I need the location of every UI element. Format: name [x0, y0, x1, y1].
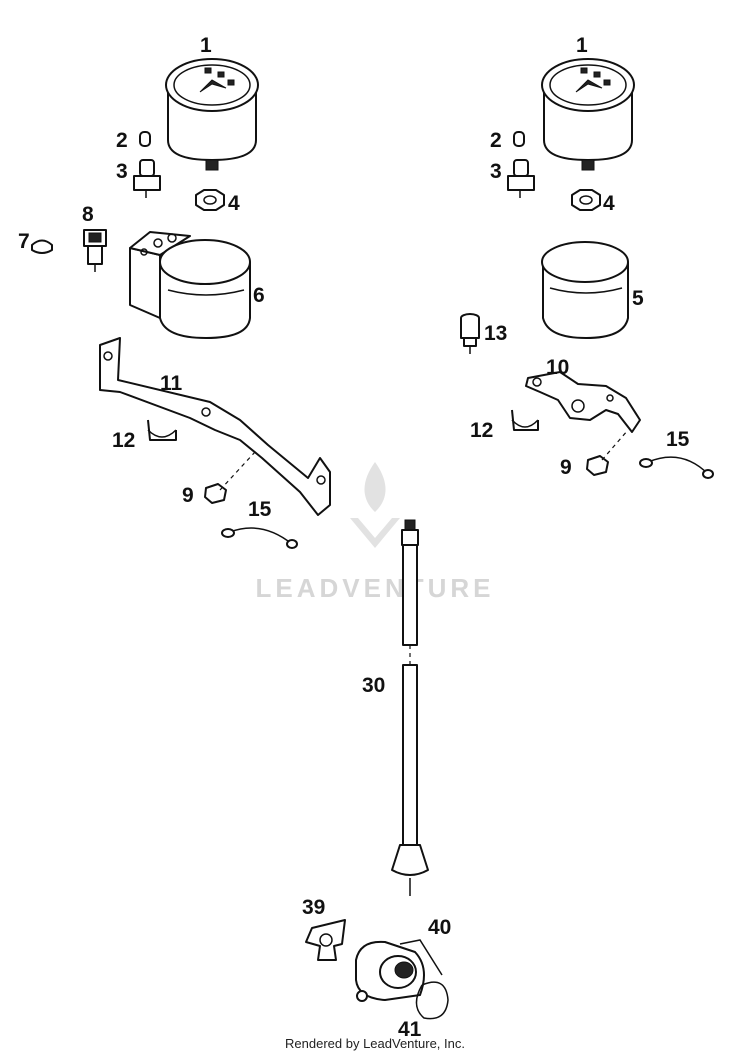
callout-40: 40 — [428, 916, 451, 939]
footer-credit: Rendered by LeadVenture, Inc. — [285, 1036, 465, 1051]
callout-30: 30 — [362, 674, 385, 697]
callout-11: 11 — [160, 372, 183, 395]
callout-9-right: 9 — [560, 456, 572, 479]
speedometer-cable-icon — [391, 519, 429, 896]
callout-41: 41 — [398, 1018, 422, 1041]
callout-3-left: 3 — [116, 160, 128, 183]
bolt-left — [204, 451, 256, 504]
callout-12-left: 12 — [112, 429, 135, 452]
speedometer-cable — [391, 519, 429, 896]
gauge-housing-right — [541, 241, 629, 339]
watermark: LEADVENTURE — [255, 462, 494, 603]
mounting-bracket-right — [525, 371, 641, 433]
callout-39: 39 — [302, 896, 325, 919]
callout-2-left: 2 — [116, 129, 128, 152]
speedometer-gauge-left — [165, 58, 259, 171]
nut-right — [571, 189, 601, 211]
callout-13: 13 — [484, 322, 507, 345]
callout-4-right: 4 — [603, 192, 615, 215]
speedometer-gauge-right — [541, 58, 635, 171]
speedometer-drive-icon — [355, 940, 425, 1002]
bulb-socket-right — [507, 159, 535, 198]
indicator-light — [83, 229, 107, 272]
callout-7: 7 — [18, 230, 30, 253]
indicator-lamp — [460, 313, 480, 354]
callout-5: 5 — [632, 287, 644, 310]
drive-circlip — [415, 981, 449, 1020]
bulb-socket-left — [133, 159, 161, 198]
callout-9-left: 9 — [182, 484, 194, 507]
cable-clamp-left — [147, 419, 177, 441]
callout-4-left: 4 — [228, 192, 240, 215]
gauge-housing-left — [129, 231, 251, 339]
callout-3-right: 3 — [490, 160, 502, 183]
callout-15-right: 15 — [666, 428, 690, 451]
flame-logo-icon — [350, 462, 400, 548]
bulb-right — [513, 131, 525, 147]
callout-2-right: 2 — [490, 129, 502, 152]
callout-8: 8 — [82, 203, 94, 226]
speedometer-drive — [355, 939, 443, 1002]
cable-tie-left — [221, 527, 298, 549]
speedometer-gauge-icon — [575, 67, 611, 93]
callout-10: 10 — [546, 356, 569, 379]
bolt-right — [586, 429, 629, 476]
bulb-left — [139, 131, 151, 147]
callout-15-left: 15 — [248, 498, 272, 521]
rubber-plug — [31, 239, 53, 254]
watermark-text: LEADVENTURE — [255, 573, 494, 603]
nut-left — [195, 189, 225, 211]
drive-retainer — [305, 919, 346, 961]
mounting-bracket-left — [99, 337, 331, 516]
callout-1-right: 1 — [576, 34, 588, 57]
cable-tie-right — [639, 456, 714, 479]
callout-1-left: 1 — [200, 34, 212, 57]
cable-clamp-right — [511, 409, 539, 431]
callout-12-right: 12 — [470, 419, 493, 442]
speedometer-gauge-icon — [199, 67, 235, 93]
callout-6: 6 — [253, 284, 265, 307]
